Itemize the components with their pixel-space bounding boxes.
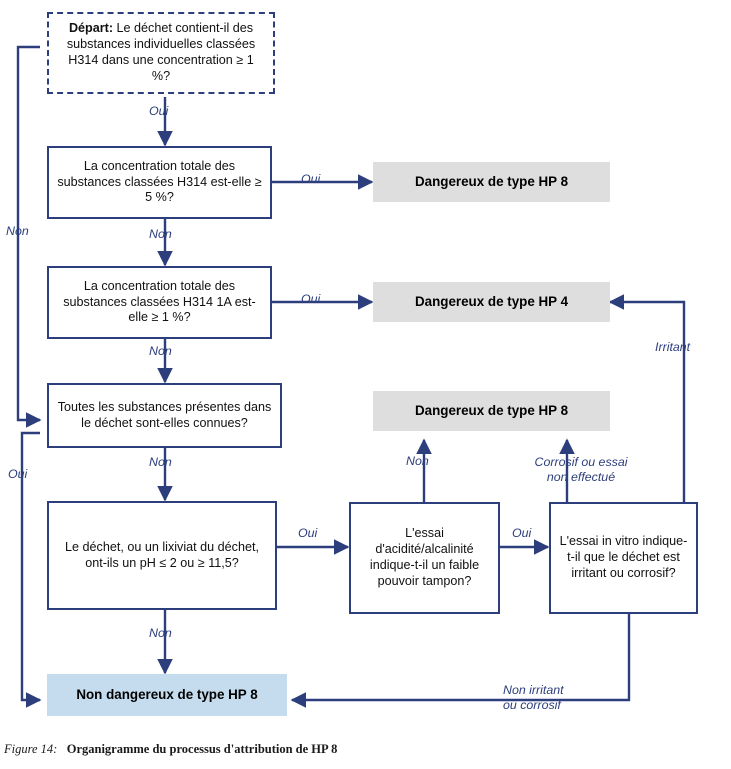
node-q6: L'essai in vitro indique-t-il que le déc…: [549, 502, 698, 614]
node-q5: L'essai d'acidité/alcalinité indique-t-i…: [349, 502, 500, 614]
label-q6-corrosif: Corrosif ou essai non effectué: [534, 455, 628, 485]
label-q5-non: Non: [406, 454, 429, 468]
start-text: Le déchet contient-il des substances ind…: [66, 21, 256, 83]
label-q1-non: Non: [149, 227, 172, 241]
label-q1-oui: Oui: [301, 172, 321, 186]
label-q4-non: Non: [149, 626, 172, 640]
label-start-non: Non: [6, 224, 29, 238]
node-q3-text: Toutes les substances présentes dans le …: [57, 399, 272, 430]
label-q5-oui: Oui: [512, 526, 532, 540]
start-prefix: Départ:: [68, 21, 114, 36]
node-q2-text: La concentration totale des substances c…: [63, 278, 256, 325]
figure-number: Figure 14:: [4, 742, 58, 756]
node-result-hp4: Dangereux de type HP 4: [373, 282, 610, 322]
label-q3-oui: Oui: [8, 467, 28, 481]
node-q3: Toutes les substances présentes dans le …: [47, 383, 282, 448]
node-result-hp8-mid-text: Dangereux de type HP 8: [414, 402, 569, 418]
figure-title: Organigramme du processus d'attribution …: [66, 742, 338, 756]
node-q2: La concentration totale des substances c…: [47, 266, 272, 339]
label-start-oui: Oui: [149, 104, 169, 118]
node-q5-text: L'essai d'acidité/alcalinité indique-t-i…: [369, 526, 480, 588]
node-q4-text: Le déchet, ou un lixiviat du déchet, ont…: [65, 539, 259, 570]
node-result-hp8-top-text: Dangereux de type HP 8: [414, 173, 569, 189]
figure-caption: Figure 14: Organigramme du processus d'a…: [4, 742, 337, 757]
node-result-safe-text: Non dangereux de type HP 8: [76, 686, 258, 702]
label-q2-non: Non: [149, 344, 172, 358]
node-q1: La concentration totale des substances c…: [47, 146, 272, 219]
label-q6-non-irritant: Non irritant ou corrosif: [503, 683, 564, 713]
node-result-hp4-text: Dangereux de type HP 4: [414, 293, 569, 309]
edge-q6-nonirritant-to-safe: [290, 614, 631, 708]
node-result-hp8-top: Dangereux de type HP 8: [373, 162, 610, 202]
label-q2-oui: Oui: [301, 292, 321, 306]
node-q6-text: L'essai in vitro indique-t-il que le déc…: [559, 534, 688, 580]
label-q6-irritant: Irritant: [655, 340, 691, 354]
node-q1-text: La concentration totale des substances c…: [57, 158, 262, 205]
node-start: Départ: Le déchet contient-il des substa…: [47, 12, 275, 94]
node-result-hp8-mid: Dangereux de type HP 8: [373, 391, 610, 431]
node-q4: Le déchet, ou un lixiviat du déchet, ont…: [47, 501, 277, 610]
label-q3-non: Non: [149, 455, 172, 469]
node-result-safe: Non dangereux de type HP 8: [47, 674, 287, 716]
label-q4-oui: Oui: [298, 526, 318, 540]
